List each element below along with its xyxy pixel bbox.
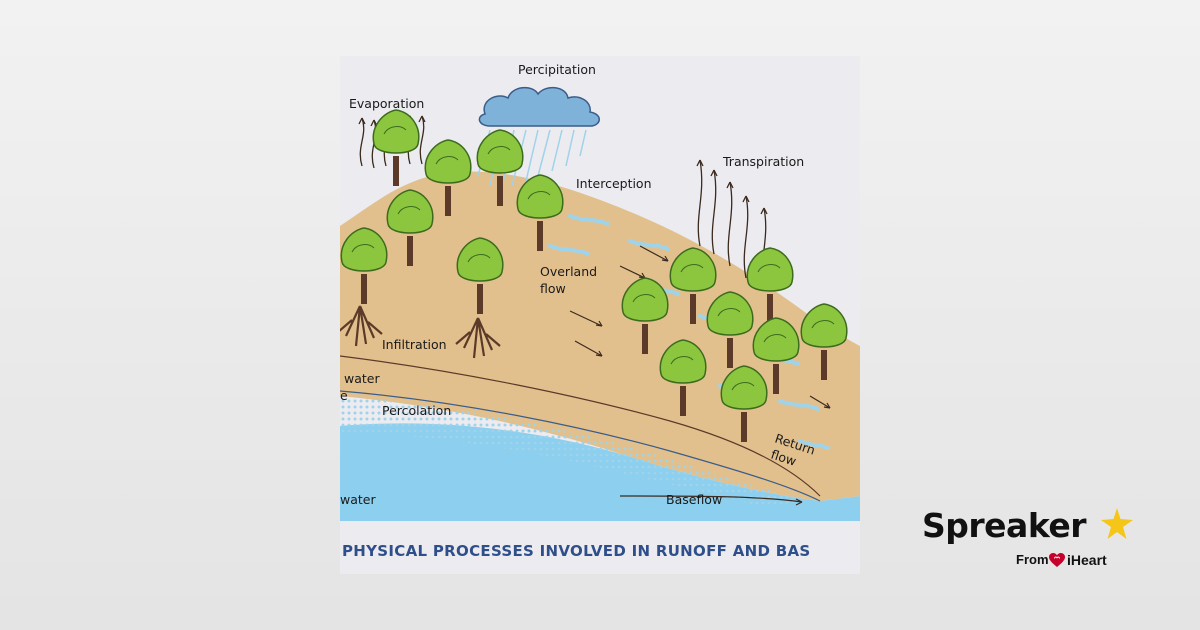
diagram-caption: PHYSICAL PROCESSES INVOLVED IN RUNOFF AN…: [342, 542, 811, 560]
label-interception: Interception: [576, 176, 652, 191]
brand-from-label: From: [1016, 552, 1049, 567]
label-overland-flow: Overland: [540, 264, 597, 279]
label-water-table: e: [340, 388, 348, 403]
label-baseflow: Baseflow: [666, 492, 722, 507]
label-infiltration: Infiltration: [382, 337, 447, 352]
label-evaporation: Evaporation: [349, 96, 424, 111]
spreaker-logo: Spreaker From iHeart: [922, 506, 1142, 576]
label-soil-water: water: [344, 371, 380, 386]
flow-arrows: [569, 245, 831, 506]
label-transpiration: Transpiration: [722, 154, 804, 169]
percolation-zone: [340, 396, 810, 506]
label-overland-flow-2: flow: [540, 281, 566, 296]
runoff-diagram: Percipitation Evaporation Transpiration …: [340, 62, 860, 560]
label-groundwater: water: [340, 492, 376, 507]
iheart-heart-icon: [1049, 553, 1065, 567]
brand-parent-name: iHeart: [1067, 552, 1107, 568]
star-icon: [1101, 508, 1133, 539]
brand-name: Spreaker: [922, 506, 1087, 545]
cloud-icon: [478, 86, 600, 127]
label-precipitation: Percipitation: [518, 62, 596, 77]
soil-layer-line: [340, 355, 821, 497]
label-percolation: Percolation: [382, 403, 451, 418]
episode-artwork: Percipitation Evaporation Transpiration …: [340, 56, 860, 574]
water-table-line: [340, 390, 821, 502]
